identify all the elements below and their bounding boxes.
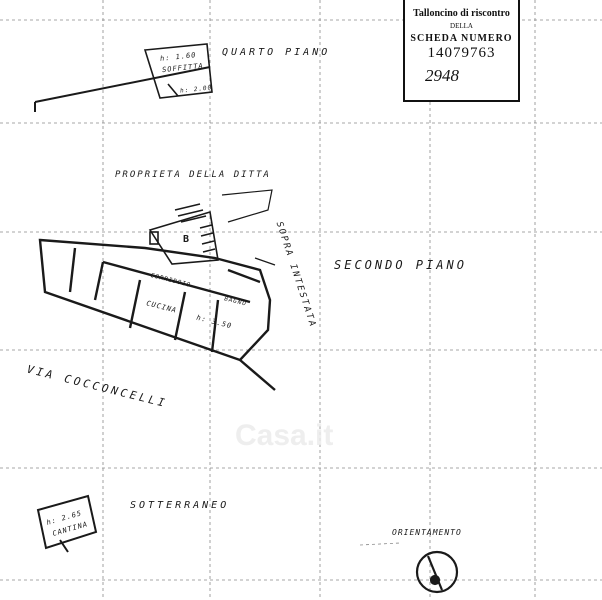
label-quarto-piano: QUARTO PIANO — [222, 47, 331, 58]
stamp-scheda: SCHEDA NUMERO — [410, 33, 513, 44]
stamp-title: Talloncino di riscontro — [413, 8, 510, 19]
stamp-handwritten: 2948 — [425, 66, 459, 85]
adjacent-walls — [221, 189, 276, 266]
stamp-number: 14079763 — [427, 45, 496, 61]
apartment-plan — [38, 238, 276, 391]
label-secondo-piano: SECONDO PIANO — [334, 258, 467, 272]
soffitta-plan — [143, 43, 213, 99]
label-proprieta: PROPRIETA DELLA DITTA — [115, 170, 271, 180]
stair-block — [148, 203, 219, 265]
label-orientamento: ORIENTAMENTO — [392, 528, 462, 537]
label-sotterraneo: SOTTERRANEO — [130, 500, 230, 511]
watermark: Casa.it — [235, 419, 334, 452]
outer-wall-left — [34, 66, 211, 103]
cantina-plan — [36, 494, 98, 553]
stamp-della: DELLA — [450, 22, 473, 30]
reference-stamp: Talloncino di riscontro DELLA SCHEDA NUM… — [403, 0, 520, 102]
label-stair-b: B — [183, 234, 191, 245]
compass-icon — [415, 550, 459, 594]
